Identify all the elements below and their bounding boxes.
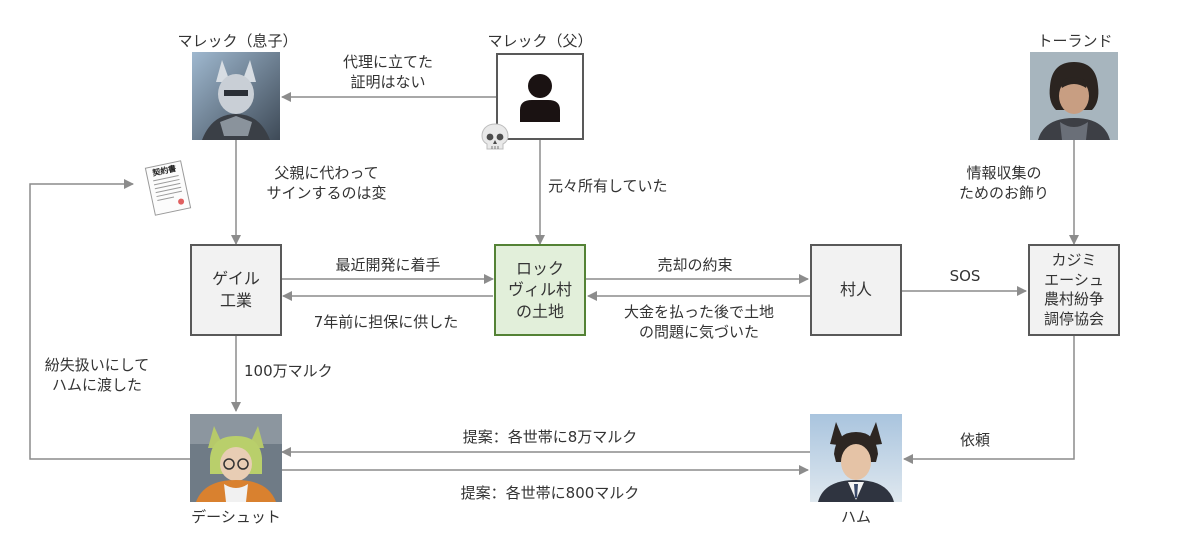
label-son-to-gale: 父親に代わって サインするのは変 — [266, 164, 387, 203]
marek-son-portrait — [192, 52, 280, 140]
label-gale-to-deshut: 100万マルク — [244, 362, 333, 380]
label-father-to-son: 代理に立てた 証明はない — [342, 53, 433, 92]
label-torand-to-kajimi: 情報収集の ためのお飾り — [958, 164, 1049, 203]
rockville-land-box: ロック ヴィル村 の土地 — [494, 244, 586, 336]
gale-industry-box: ゲイル 工業 — [190, 244, 282, 336]
label-deshut-to-document: 紛失扱いにして ハムに渡した — [44, 356, 150, 395]
ham-name: ハム — [840, 508, 871, 526]
marek-father-box — [496, 53, 584, 140]
skull-icon — [479, 122, 511, 154]
kajimi-association-box: カジミ エーシュ 農村紛争 調停協会 — [1028, 244, 1120, 336]
label-ham-offer: 提案：各世帯に8万マルク — [462, 428, 638, 446]
marek-son-name: マレック（息子） — [177, 32, 298, 50]
arrow-deshut-to-document — [29, 179, 190, 460]
label-villagers-to-kajimi: SOS — [949, 267, 981, 285]
person-icon — [520, 73, 560, 122]
label-villagers-to-land: 大金を払った後で土地 の問題に気づいた — [623, 303, 774, 342]
villagers-box: 村人 — [810, 244, 902, 336]
ham-portrait — [810, 414, 902, 502]
torand-portrait — [1030, 52, 1118, 140]
contract-document-icon: 契約書 — [140, 158, 196, 218]
arrow-kajimi-to-ham — [903, 336, 1075, 464]
deshut-portrait — [190, 414, 282, 502]
label-land-to-villagers: 売却の約束 — [657, 256, 733, 274]
label-land-to-gale: 7年前に担保に供した — [313, 313, 459, 331]
torand-name: トーランド — [1037, 32, 1113, 50]
label-kajimi-to-ham: 依頼 — [959, 431, 990, 449]
label-father-to-land: 元々所有していた — [548, 177, 668, 195]
label-gale-to-land: 最近開発に着手 — [335, 256, 441, 274]
marek-father-name: マレック（父） — [487, 32, 593, 50]
deshut-name: デーシュット — [191, 508, 281, 526]
label-deshut-offer: 提案：各世帯に800マルク — [460, 484, 640, 502]
